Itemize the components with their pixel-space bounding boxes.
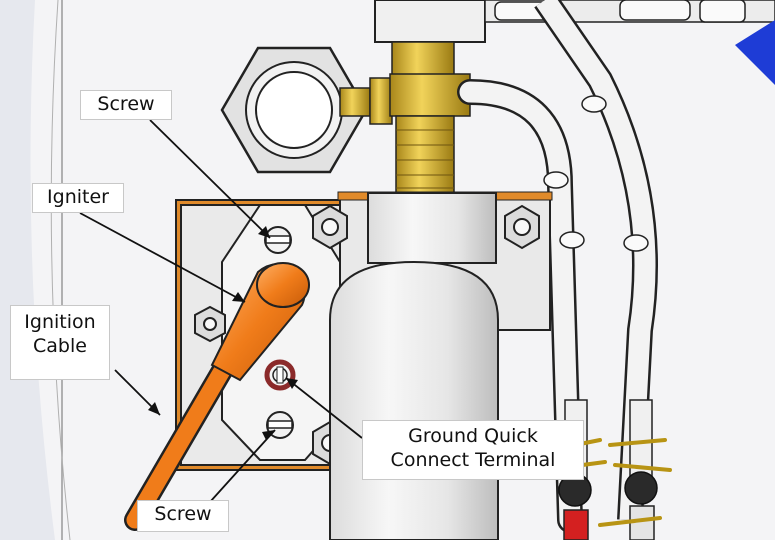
blue-accent bbox=[735, 20, 775, 85]
label-ground-line1: Ground Quick bbox=[408, 425, 538, 447]
ground-terminal-graphic bbox=[264, 359, 296, 391]
label-ignition-cable: Ignition Cable bbox=[10, 305, 110, 380]
left-housing-curve bbox=[0, 0, 55, 540]
label-ground-quick-connect: Ground Quick Connect Terminal bbox=[362, 420, 584, 480]
top-bracket bbox=[374, 0, 486, 43]
label-ground-line2: Connect Terminal bbox=[390, 449, 556, 471]
label-screw-top: Screw bbox=[80, 90, 172, 120]
label-igniter: Igniter bbox=[32, 183, 124, 213]
screw-top-graphic bbox=[264, 226, 292, 254]
label-ignition-cable-line1: Ignition bbox=[24, 311, 96, 333]
bottom-valves bbox=[543, 399, 672, 540]
brass-fitting-top bbox=[391, 41, 455, 79]
main-cylinder bbox=[329, 260, 499, 540]
brass-side-fitting bbox=[339, 87, 371, 117]
brass-fitting-body bbox=[395, 115, 455, 197]
label-screw-bottom: Screw bbox=[137, 500, 229, 532]
label-ignition-cable-line2: Cable bbox=[33, 335, 87, 357]
cylinder-collar bbox=[367, 192, 497, 264]
